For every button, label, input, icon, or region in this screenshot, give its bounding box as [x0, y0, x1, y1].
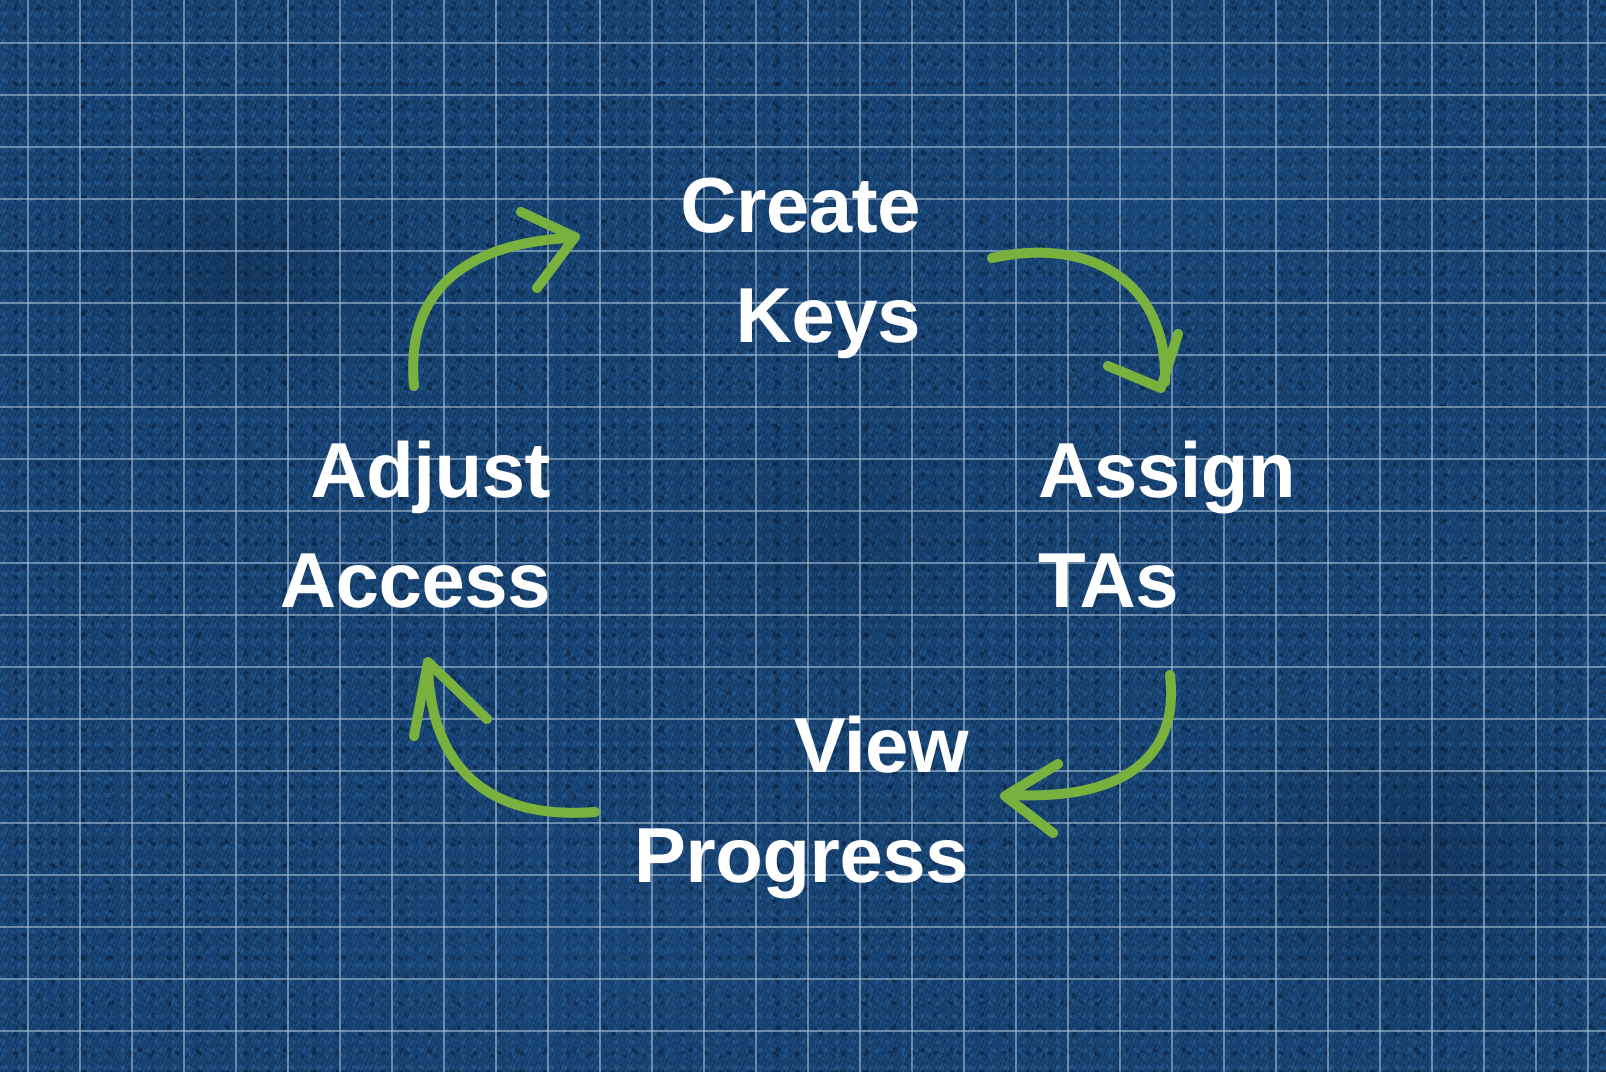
step-label-adjust-access: Adjust Access	[279, 426, 551, 624]
arrow-view-to-adjust-head	[409, 657, 492, 741]
arrow-assign-to-view-arc	[1007, 670, 1177, 801]
arrow-create-to-assign-head	[1103, 329, 1183, 393]
step-label-assign-tas: Assign TAs	[1038, 426, 1296, 624]
arrow-create-to-assign-arc	[987, 247, 1171, 387]
step-label-view-progress: View Progress	[633, 701, 969, 899]
arrow-adjust-to-create	[408, 207, 580, 391]
arrow-create-to-assign	[987, 247, 1183, 393]
arrow-adjust-to-create-arc	[408, 233, 573, 391]
arrow-assign-to-view-head	[1000, 759, 1063, 838]
arrow-assign-to-view	[1000, 670, 1177, 838]
step-label-create-keys: Create Keys	[680, 161, 920, 359]
arrow-view-to-adjust	[409, 657, 600, 818]
arrow-adjust-to-create-head	[516, 207, 580, 293]
arrow-view-to-adjust-arc	[423, 663, 600, 818]
